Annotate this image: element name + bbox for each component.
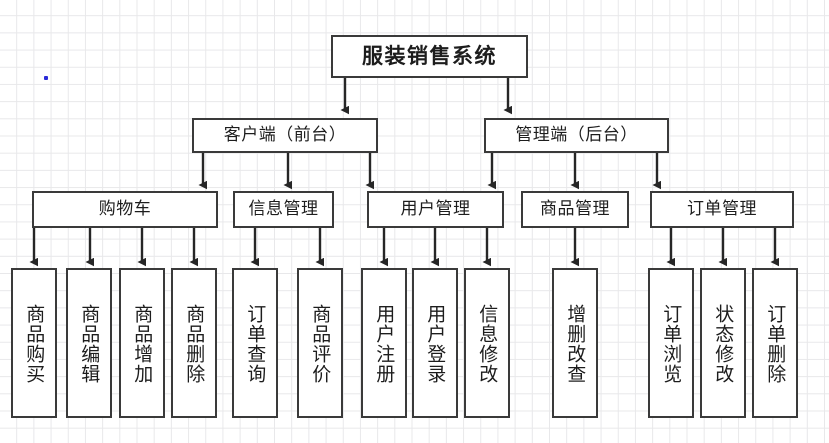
node-leaf-product-review[interactable]: 商品评价 [297, 268, 343, 418]
node-client-front-label: 客户端（前台） [223, 124, 347, 145]
node-leaf-label: 状态修改 [712, 304, 735, 384]
node-leaf-order-query[interactable]: 订单查询 [232, 268, 278, 418]
node-leaf-label: 商品增加 [131, 304, 154, 384]
node-leaf-label: 增删改查 [564, 304, 587, 384]
node-leaf-label: 订单查询 [244, 304, 267, 384]
node-leaf-label: 用户登录 [424, 304, 447, 384]
node-order-management-label: 订单管理 [687, 198, 757, 219]
node-leaf-label: 商品评价 [309, 304, 332, 384]
node-product-management-label: 商品管理 [540, 198, 610, 219]
node-admin-back[interactable]: 管理端（后台） [484, 118, 669, 153]
node-leaf-product-purchase[interactable]: 商品购买 [11, 268, 57, 418]
node-leaf-info-modify[interactable]: 信息修改 [464, 268, 510, 418]
node-leaf-label: 商品删除 [183, 304, 206, 384]
node-info-management[interactable]: 信息管理 [233, 191, 334, 228]
node-root[interactable]: 服装销售系统 [331, 35, 528, 78]
cursor-dot [44, 76, 48, 80]
node-leaf-label: 订单浏览 [660, 304, 683, 384]
node-leaf-product-edit[interactable]: 商品编辑 [66, 268, 112, 418]
node-shopping-cart[interactable]: 购物车 [32, 191, 218, 228]
node-product-management[interactable]: 商品管理 [521, 191, 629, 228]
node-leaf-label: 商品购买 [23, 304, 46, 384]
node-admin-back-label: 管理端（后台） [515, 124, 638, 145]
node-root-label: 服装销售系统 [362, 43, 497, 68]
node-leaf-product-delete[interactable]: 商品删除 [171, 268, 217, 418]
node-leaf-user-login[interactable]: 用户登录 [412, 268, 458, 418]
node-leaf-crud[interactable]: 增删改查 [552, 268, 598, 418]
node-leaf-user-register[interactable]: 用户注册 [361, 268, 407, 418]
node-leaf-label: 用户注册 [373, 304, 396, 384]
node-leaf-product-add[interactable]: 商品增加 [119, 268, 165, 418]
node-leaf-label: 信息修改 [476, 304, 499, 384]
node-leaf-status-modify[interactable]: 状态修改 [700, 268, 746, 418]
node-user-management[interactable]: 用户管理 [367, 191, 504, 228]
node-user-management-label: 用户管理 [400, 198, 471, 219]
node-order-management[interactable]: 订单管理 [650, 191, 794, 228]
node-client-front[interactable]: 客户端（前台） [192, 118, 378, 153]
node-leaf-label: 订单删除 [764, 304, 787, 384]
node-leaf-order-delete[interactable]: 订单删除 [752, 268, 798, 418]
node-leaf-label: 商品编辑 [78, 304, 101, 384]
node-info-management-label: 信息管理 [248, 198, 319, 219]
node-shopping-cart-label: 购物车 [98, 198, 152, 219]
node-leaf-order-browse[interactable]: 订单浏览 [648, 268, 694, 418]
